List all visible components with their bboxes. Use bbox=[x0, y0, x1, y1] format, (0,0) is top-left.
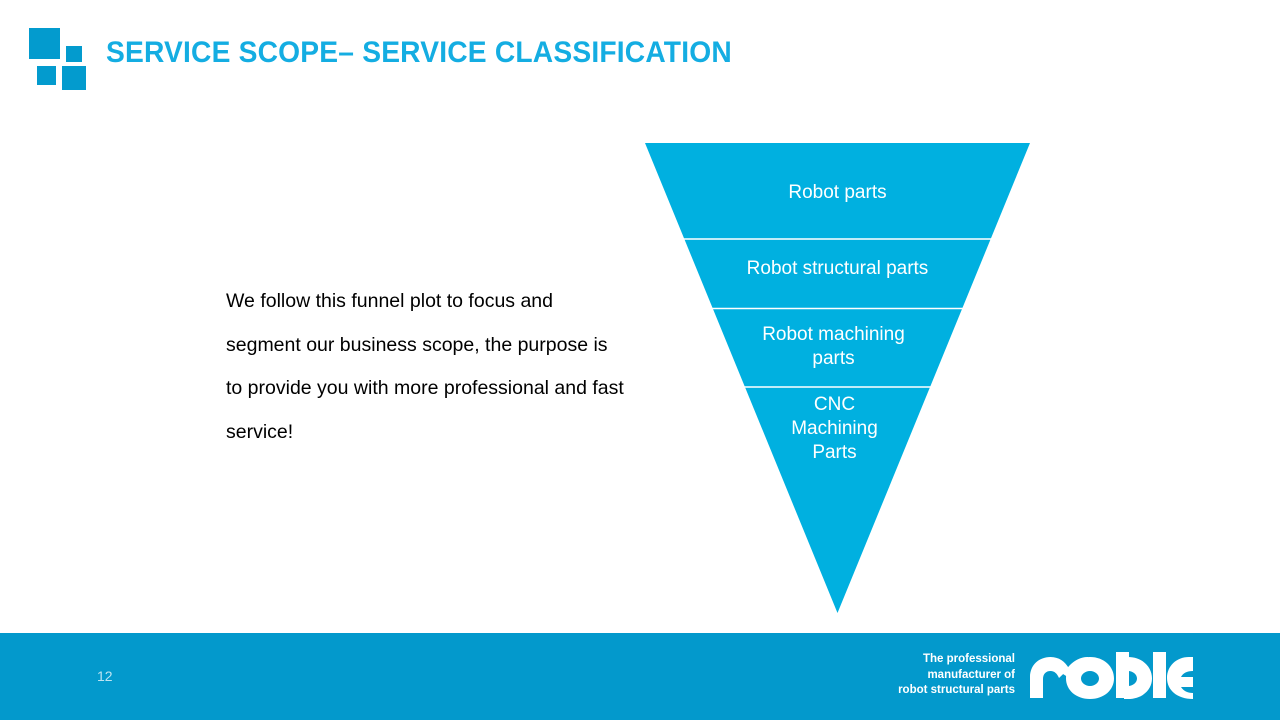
funnel-chart: Robot parts Robot structural parts Robot… bbox=[645, 143, 1030, 613]
footer-tagline-line-3: robot structural parts bbox=[898, 684, 1015, 696]
logo-square-bottom-left bbox=[37, 66, 56, 85]
slide-header: SERVICE SCOPE– SERVICE CLASSIFICATION bbox=[0, 0, 1280, 110]
footer-tagline-line-2: manufacturer of bbox=[927, 668, 1015, 681]
noble-logotype-icon bbox=[1030, 652, 1193, 699]
footer-tagline-line-1: The professional bbox=[922, 653, 1015, 665]
funnel-shape bbox=[645, 143, 1030, 613]
logo-square-large bbox=[29, 28, 60, 59]
footer-tagline: The professional manufacturer of robot s… bbox=[810, 652, 1015, 699]
intro-paragraph: We follow this funnel plot to focus and … bbox=[226, 290, 624, 443]
four-squares-logo-icon bbox=[29, 28, 86, 90]
logo-square-top-right bbox=[66, 46, 82, 62]
page-number: 12 bbox=[97, 668, 113, 684]
funnel-triangle-body bbox=[645, 143, 1030, 613]
logo-square-bottom-right bbox=[62, 66, 86, 90]
page-title: SERVICE SCOPE– SERVICE CLASSIFICATION bbox=[106, 36, 732, 69]
brand-wordmark-noble-logo bbox=[1028, 652, 1193, 702]
